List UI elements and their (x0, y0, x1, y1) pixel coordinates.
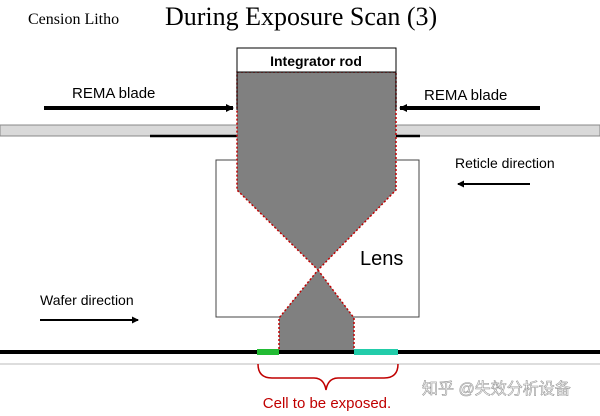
integrator-rod-box (236, 47, 397, 73)
exposed-strip-right (354, 349, 398, 355)
beam-lower (278, 268, 355, 353)
watermark: 知乎 @失效分析设备 (422, 380, 571, 398)
brand-label: Cension Litho (28, 11, 119, 28)
rema-blade-left-label: REMA blade (72, 85, 155, 102)
reticle-direction-label: Reticle direction (455, 155, 555, 171)
page-title: During Exposure Scan (3) (165, 2, 437, 31)
rema-blade-right-label: REMA blade (424, 87, 507, 104)
wafer-direction-label: Wafer direction (40, 292, 134, 308)
lens-label: Lens (360, 248, 403, 270)
cell-to-be-exposed-label: Cell to be exposed. (263, 395, 391, 412)
beam-upper (236, 71, 397, 272)
cell-brace (257, 363, 399, 391)
integrator-rod-label: Integrator rod (270, 53, 362, 69)
exposed-strip-left (257, 349, 279, 355)
